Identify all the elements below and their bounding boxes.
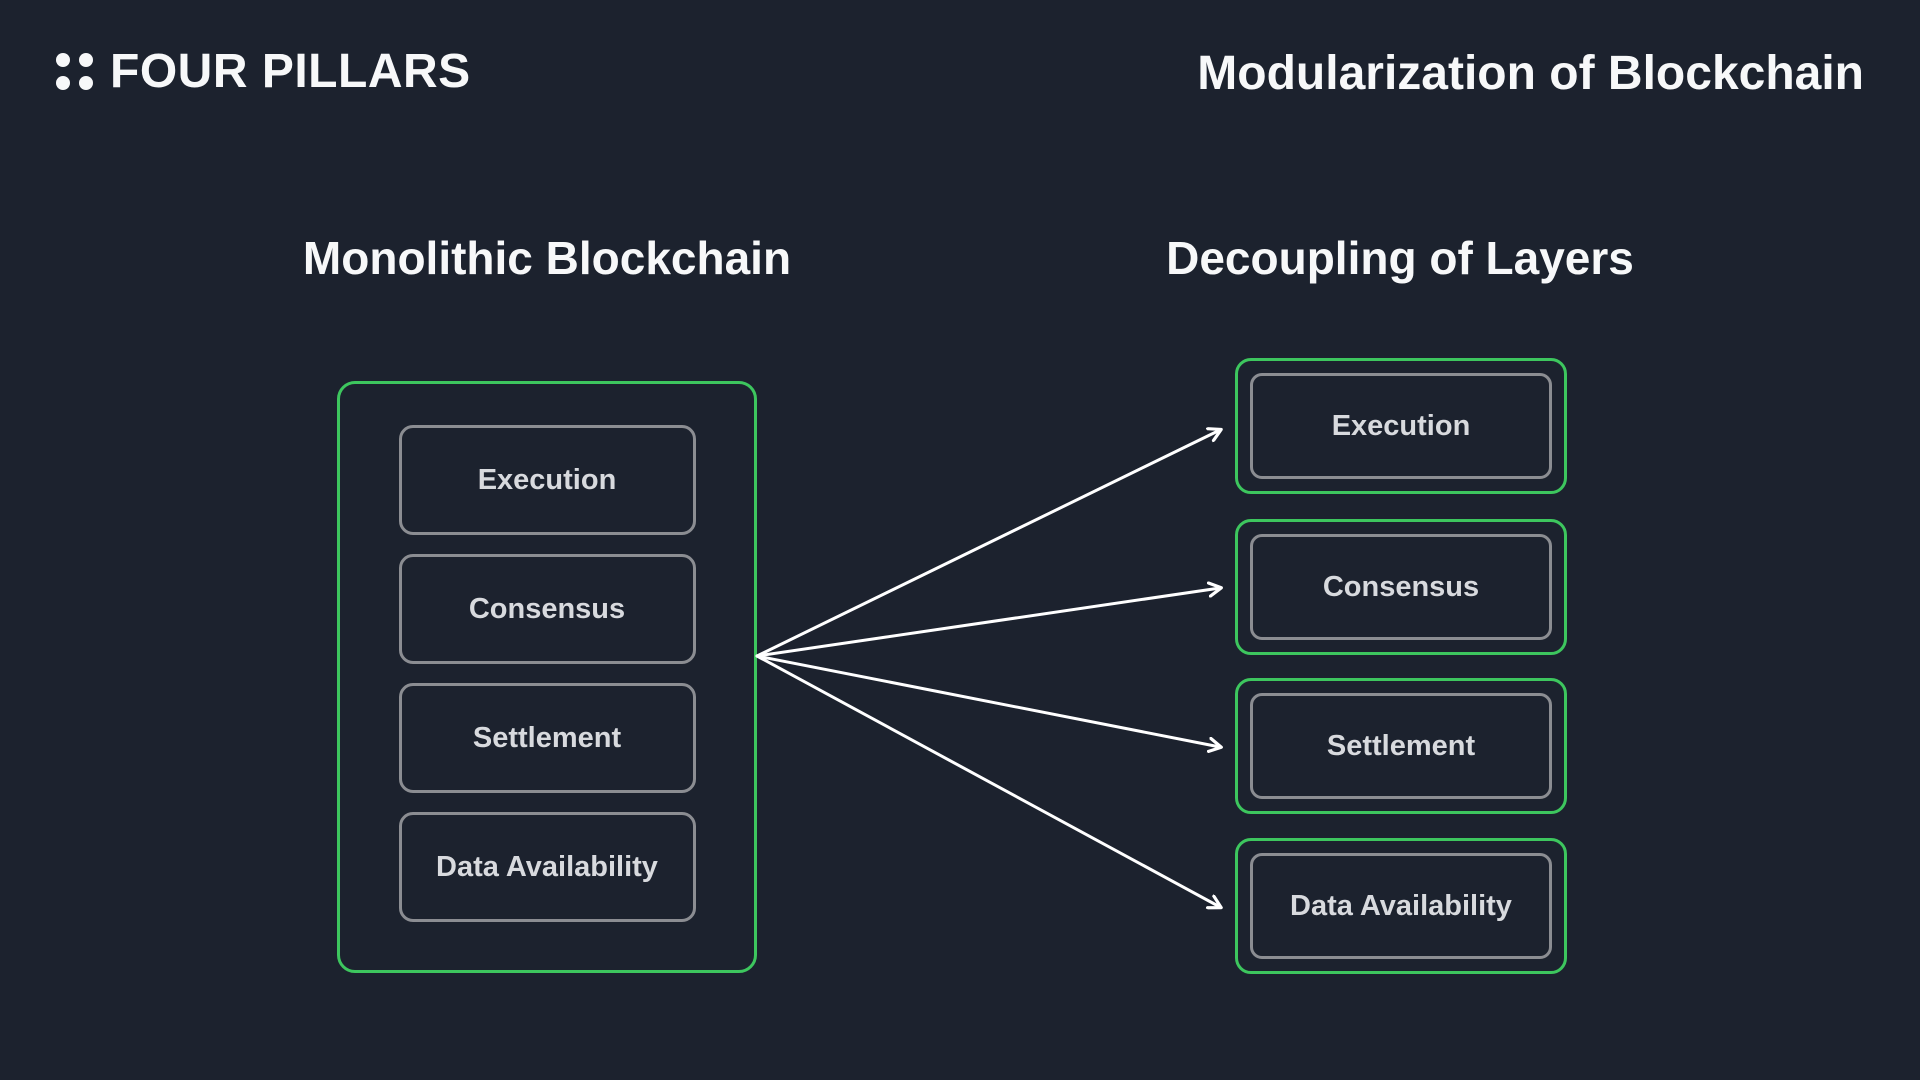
arrow-to-execution <box>755 430 1220 658</box>
layer-box-data-availability: Data Availability <box>1250 853 1552 959</box>
decoupled-module-data-availability: Data Availability <box>1235 838 1567 974</box>
layer-box-consensus: Consensus <box>1250 534 1552 640</box>
arrow-to-settlement <box>755 654 1220 747</box>
right-section-heading: Decoupling of Layers <box>1166 232 1634 284</box>
decoupled-module-consensus: Consensus <box>1235 519 1567 655</box>
logo-dot <box>56 53 70 67</box>
layer-box-data-availability: Data Availability <box>398 812 696 922</box>
page-title: Modularization of Blockchain <box>1197 47 1864 100</box>
brand-logo: FOUR PILLARS <box>56 44 471 99</box>
logo-text: FOUR PILLARS <box>110 45 471 98</box>
left-section-heading: Monolithic Blockchain <box>302 232 792 284</box>
decoupled-module-settlement: Settlement <box>1235 678 1567 814</box>
logo-dot <box>79 76 93 90</box>
layer-box-settlement: Settlement <box>1250 693 1552 799</box>
layer-box-execution: Execution <box>1250 373 1552 479</box>
decoupled-module-execution: Execution <box>1235 358 1567 494</box>
layer-box-consensus: Consensus <box>398 554 696 664</box>
logo-dot <box>56 76 70 90</box>
layer-box-settlement: Settlement <box>398 683 696 793</box>
monolithic-container: Execution Consensus Settlement Data Avai… <box>337 381 757 973</box>
logo-dot <box>79 53 93 67</box>
arrow-to-data-availability <box>755 654 1220 907</box>
four-dots-logo-icon <box>56 53 93 90</box>
layer-box-execution: Execution <box>398 425 696 535</box>
arrow-to-consensus <box>755 588 1220 658</box>
